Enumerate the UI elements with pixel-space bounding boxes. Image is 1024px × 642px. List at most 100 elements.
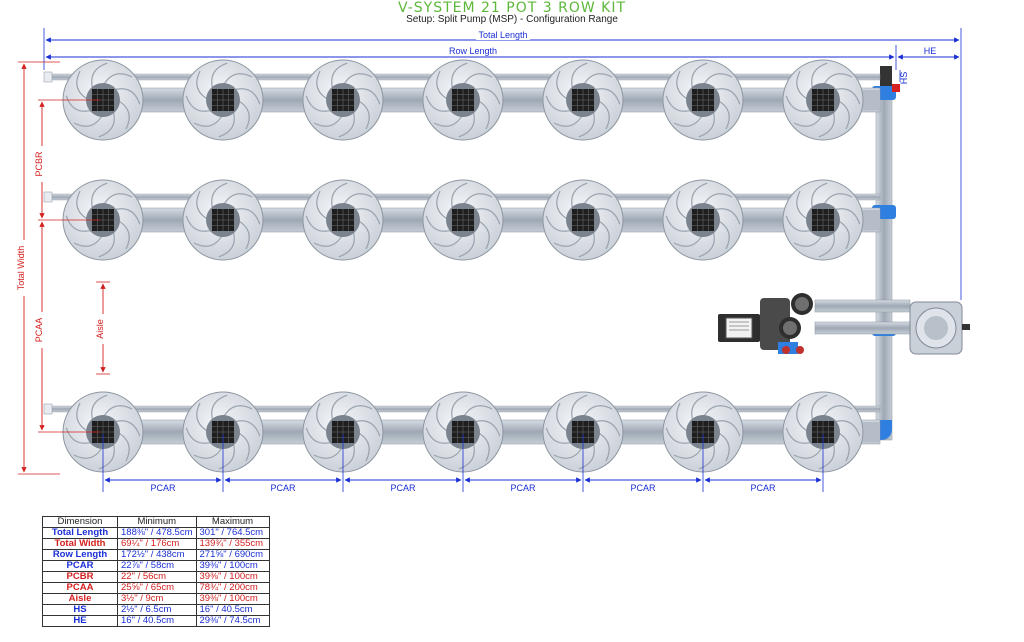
table-cell-dimension: HS [42,604,118,616]
grow-pot [422,391,504,473]
label-background [476,30,530,40]
table-cell-dimension: PCAR [42,560,118,572]
grow-pot [542,59,624,141]
pot-row [43,391,881,473]
page-title: V-SYSTEM 21 POT 3 ROW KIT [397,0,627,16]
table-cell-dimension: Aisle [42,593,118,605]
table-cell-maximum: 39⅜" / 100cm [195,560,270,572]
label-background [95,314,109,344]
table-cell-minimum: 16" / 40.5cm [117,615,197,627]
table-cell-minimum: 22⅞" / 58cm [117,560,197,572]
table-cell-maximum: 16" / 40.5cm [195,604,270,616]
total-width-label: Total Width [16,246,26,291]
row-connector [860,422,880,442]
grow-pot [662,59,744,141]
grow-pot [782,179,864,261]
vertical-pipe [875,87,893,441]
table-cell-dimension: PCBR [42,571,118,583]
grow-pot [302,391,384,473]
grow-pot [782,391,864,473]
grow-pot [782,59,864,141]
grow-pot [302,179,384,261]
pump-supply-pipe [814,321,911,335]
grow-pot [62,59,144,141]
grow-pot [302,59,384,141]
pcbr-label: PCBR [34,151,44,177]
aisle-label: Aisle [95,319,105,339]
table-header-maximum: Maximum [195,516,270,528]
grow-pot [62,391,144,473]
label-background [16,240,30,296]
pot-row [43,179,881,261]
row-connector [860,90,880,110]
table-cell-maximum: 29⅜" / 74.5cm [195,615,270,627]
table-cell-maximum: 39⅜" / 100cm [195,593,270,605]
pcar-label: PCAR [150,483,176,493]
table-cell-minimum: 22" / 56cm [117,571,197,583]
table-cell-minimum: 69¼" / 176cm [117,538,197,550]
pcaa-label: PCAA [34,318,44,343]
table-cell-dimension: Row Length [42,549,118,561]
grow-pot [422,59,504,141]
label-background [446,46,500,56]
label-background [34,146,48,182]
pcar-label: PCAR [630,483,656,493]
grow-pot [182,391,264,473]
table-cell-dimension: Total Width [42,538,118,550]
table-header-dimension: Dimension [42,516,118,528]
grow-pot [542,391,624,473]
pcar-label: PCAR [390,483,416,493]
table-cell-maximum: 78¾" / 200cm [195,582,270,594]
table-cell-minimum: 3½" / 9cm [117,593,197,605]
reservoir-tank [909,301,970,355]
grow-pot [422,179,504,261]
page-subtitle: Setup: Split Pump (MSP) - Configuration … [406,14,618,25]
pump-assembly [718,293,813,354]
table-cell-minimum: 2½" / 6.5cm [117,604,197,616]
grow-pot [182,179,264,261]
table-header-minimum: Minimum [117,516,197,528]
hs-label: HS [899,72,909,85]
total-length-label: Total Length [478,30,527,40]
pcar-label: PCAR [750,483,776,493]
grow-pot [182,59,264,141]
end-cap [43,403,53,415]
grow-pot [662,179,744,261]
grow-pot [542,179,624,261]
table-cell-dimension: HE [42,615,118,627]
pcar-label: PCAR [510,483,536,493]
table-cell-maximum: 139¾" / 355cm [195,538,270,550]
row-length-label: Row Length [449,46,497,56]
table-cell-minimum: 25⅝" / 65cm [117,582,197,594]
row-connector [860,210,880,230]
pump-supply-pipe [814,299,911,313]
hs-fitting [892,84,900,92]
fitting [880,66,892,86]
pcar-label: PCAR [270,483,296,493]
table-cell-maximum: 301" / 764.5cm [195,527,270,539]
table-cell-minimum: 172½" / 438cm [117,549,197,561]
table-cell-maximum: 271⅝" / 690cm [195,549,270,561]
grow-pot [662,391,744,473]
table-cell-dimension: Total Length [42,527,118,539]
table-cell-minimum: 188⅜" / 478.5cm [117,527,197,539]
end-cap [43,191,53,203]
grow-pot [62,179,144,261]
table-cell-dimension: PCAA [42,582,118,594]
end-cap [43,71,53,83]
pot-row [43,59,881,141]
table-cell-maximum: 39⅜" / 100cm [195,571,270,583]
he-label: HE [924,46,937,56]
label-background [34,312,48,348]
